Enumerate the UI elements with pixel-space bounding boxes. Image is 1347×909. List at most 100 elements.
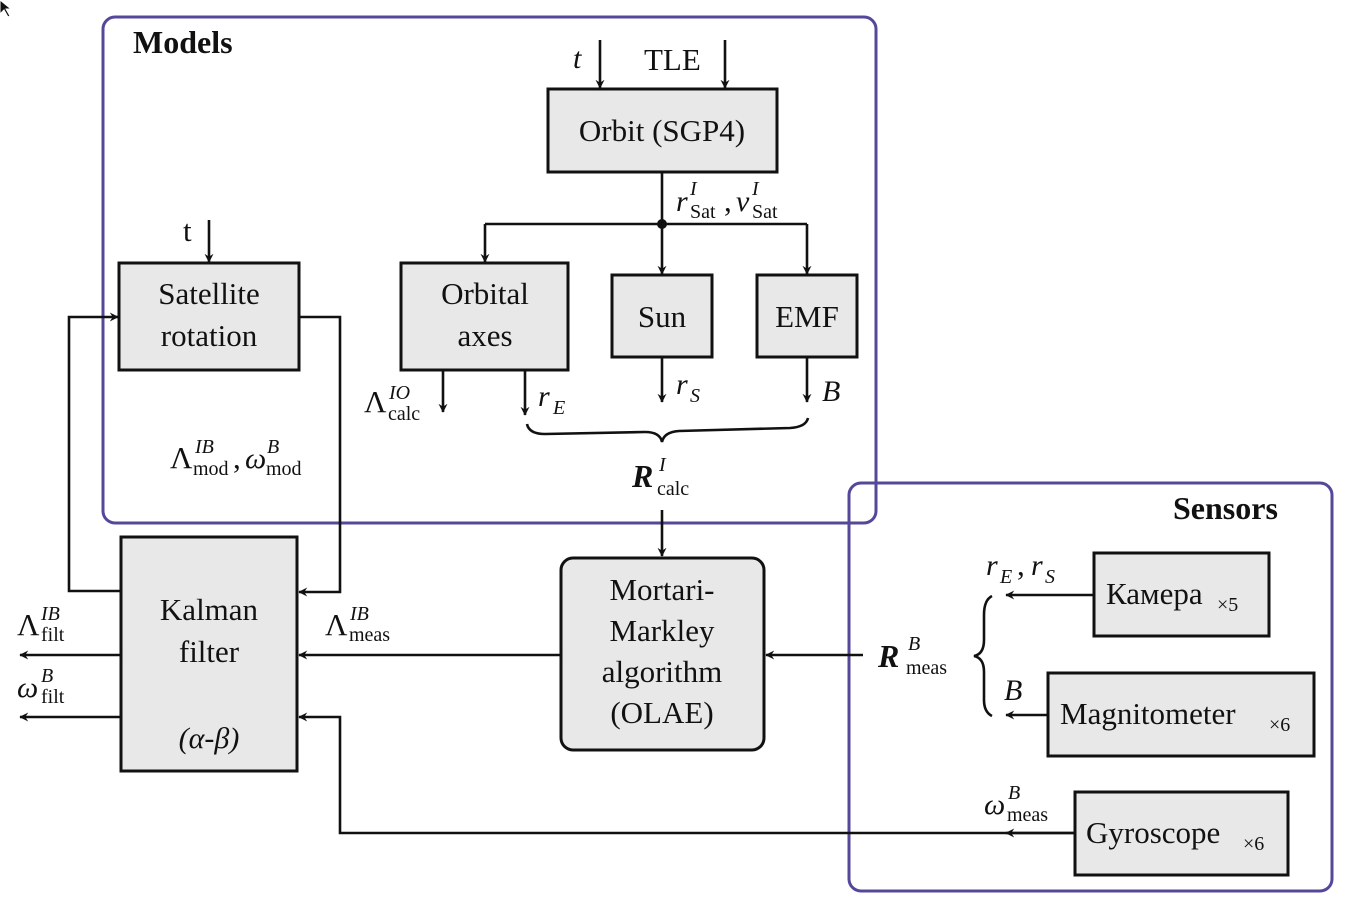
b-sensor-label: B	[1004, 674, 1022, 707]
magnetometer-count: ×6	[1269, 714, 1290, 736]
svg-text:mod: mod	[266, 458, 302, 480]
re-rs-label: r E , r S	[986, 547, 1055, 588]
kalman-label-line3: (α-β)	[179, 722, 240, 755]
svg-text:ω: ω	[245, 442, 266, 475]
svg-text:r: r	[676, 368, 688, 401]
lambda-omega-mod-label: Λ IB mod , ω B mod	[170, 436, 302, 480]
r-calc-label: R I calc	[631, 454, 689, 500]
svg-text:calc: calc	[657, 478, 689, 500]
camera-count: ×5	[1217, 594, 1238, 616]
rotation-to-kalman-wire	[298, 315, 342, 597]
svg-text:filt: filt	[41, 686, 65, 708]
svg-text:I: I	[689, 178, 698, 200]
b-label: B	[822, 375, 840, 408]
models-group-title: Models	[133, 24, 233, 60]
gyroscope-count: ×6	[1243, 833, 1264, 855]
mouse-cursor-icon	[0, 0, 13, 18]
svg-text:v: v	[736, 185, 750, 218]
satellite-rotation-label-line1: Satellite	[158, 276, 260, 311]
camera-block[interactable]: Камера ×5	[1092, 551, 1271, 638]
tle-input-label: TLE	[644, 42, 701, 77]
svg-text:ω: ω	[17, 671, 38, 704]
svg-text:IB: IB	[349, 603, 369, 625]
svg-text:R: R	[631, 458, 653, 494]
svg-text:S: S	[690, 385, 700, 407]
svg-text:Λ: Λ	[325, 607, 348, 642]
mortari-label-line1: Mortari-	[609, 572, 714, 607]
lambda-filt-label: Λ IB filt	[17, 603, 65, 646]
gyroscope-label: Gyroscope	[1086, 815, 1220, 850]
magnetometer-label: Magnitometer	[1060, 696, 1236, 731]
r-sat-v-sat-label: r I Sat , v I Sat	[676, 178, 778, 223]
gyroscope-to-kalman-wire	[298, 712, 1075, 835]
magnetometer-block[interactable]: Magnitometer ×6	[1046, 671, 1316, 758]
svg-text:,: ,	[233, 440, 241, 475]
orbital-axes-block[interactable]: Orbital axes	[399, 261, 570, 372]
svg-text:meas: meas	[1007, 804, 1048, 826]
r-e-label: r E	[538, 380, 565, 419]
r-meas-label: R B meas	[877, 633, 947, 679]
lambda-calc-label: Λ IO calc	[364, 382, 420, 425]
kalman-label-line1: Kalman	[160, 592, 259, 627]
kalman-label-line2: filter	[179, 634, 240, 669]
orbit-label: Orbit (SGP4)	[579, 113, 745, 148]
mortari-label-line4: (OLAE)	[610, 695, 713, 730]
svg-text:Sat: Sat	[690, 201, 716, 223]
svg-text:Sat: Sat	[752, 201, 778, 223]
satellite-rotation-block[interactable]: Satellite rotation	[117, 261, 301, 372]
sensors-group-title: Sensors	[1173, 490, 1278, 526]
t-rotation-input-label: t	[183, 213, 192, 248]
svg-text:,: ,	[724, 183, 732, 218]
svg-text:IB: IB	[194, 436, 214, 458]
mortari-label-line3: algorithm	[602, 654, 723, 689]
svg-text:meas: meas	[906, 657, 947, 679]
mortari-markley-block[interactable]: Mortari- Markley algorithm (OLAE)	[559, 556, 766, 752]
svg-text:Λ: Λ	[17, 607, 40, 642]
svg-text:Λ: Λ	[364, 384, 387, 419]
svg-text:B: B	[267, 436, 279, 458]
sun-label: Sun	[638, 299, 687, 334]
satellite-rotation-label-line2: rotation	[161, 318, 258, 353]
svg-text:ω: ω	[984, 788, 1005, 821]
svg-text:R: R	[877, 638, 899, 674]
orbital-axes-label-line1: Orbital	[441, 276, 529, 311]
svg-text:meas: meas	[349, 624, 390, 646]
svg-text:S: S	[1045, 566, 1055, 588]
t-input-label: t	[573, 42, 582, 75]
emf-block[interactable]: EMF	[755, 273, 859, 359]
sensor-vectors-brace	[973, 594, 993, 718]
orbital-axes-label-line2: axes	[457, 318, 512, 353]
svg-text:Λ: Λ	[170, 440, 193, 475]
emf-label: EMF	[775, 299, 839, 334]
mortari-label-line2: Markley	[609, 613, 715, 648]
svg-text:r: r	[986, 549, 998, 582]
omega-meas-label: ω B meas	[984, 782, 1048, 826]
svg-text:r: r	[676, 185, 688, 218]
svg-text:r: r	[1031, 549, 1043, 582]
svg-text:,: ,	[1017, 547, 1025, 582]
omega-filt-label: ω B filt	[17, 665, 65, 708]
svg-text:r: r	[538, 380, 550, 413]
sensors-group	[847, 481, 1334, 893]
svg-text:I: I	[751, 178, 760, 200]
svg-text:I: I	[658, 454, 667, 476]
lambda-meas-label: Λ IB meas	[325, 603, 390, 646]
camera-label: Камера	[1106, 576, 1203, 611]
svg-text:E: E	[999, 566, 1012, 588]
svg-text:E: E	[552, 397, 565, 419]
svg-text:IB: IB	[40, 603, 60, 625]
kalman-filter-block[interactable]: Kalman filter (α-β)	[119, 535, 299, 773]
calc-vectors-brace	[525, 417, 810, 443]
sun-block[interactable]: Sun	[610, 273, 714, 359]
orbit-block[interactable]: Orbit (SGP4)	[546, 87, 779, 174]
kalman-to-rotation-feedback-wire	[67, 312, 120, 593]
svg-text:B: B	[908, 633, 920, 655]
svg-text:B: B	[41, 665, 53, 687]
svg-text:filt: filt	[41, 624, 65, 646]
gyroscope-block[interactable]: Gyroscope ×6	[1073, 790, 1290, 877]
svg-text:mod: mod	[193, 458, 229, 480]
models-group	[101, 15, 878, 525]
r-s-label: r S	[676, 368, 700, 407]
svg-text:calc: calc	[388, 403, 420, 425]
